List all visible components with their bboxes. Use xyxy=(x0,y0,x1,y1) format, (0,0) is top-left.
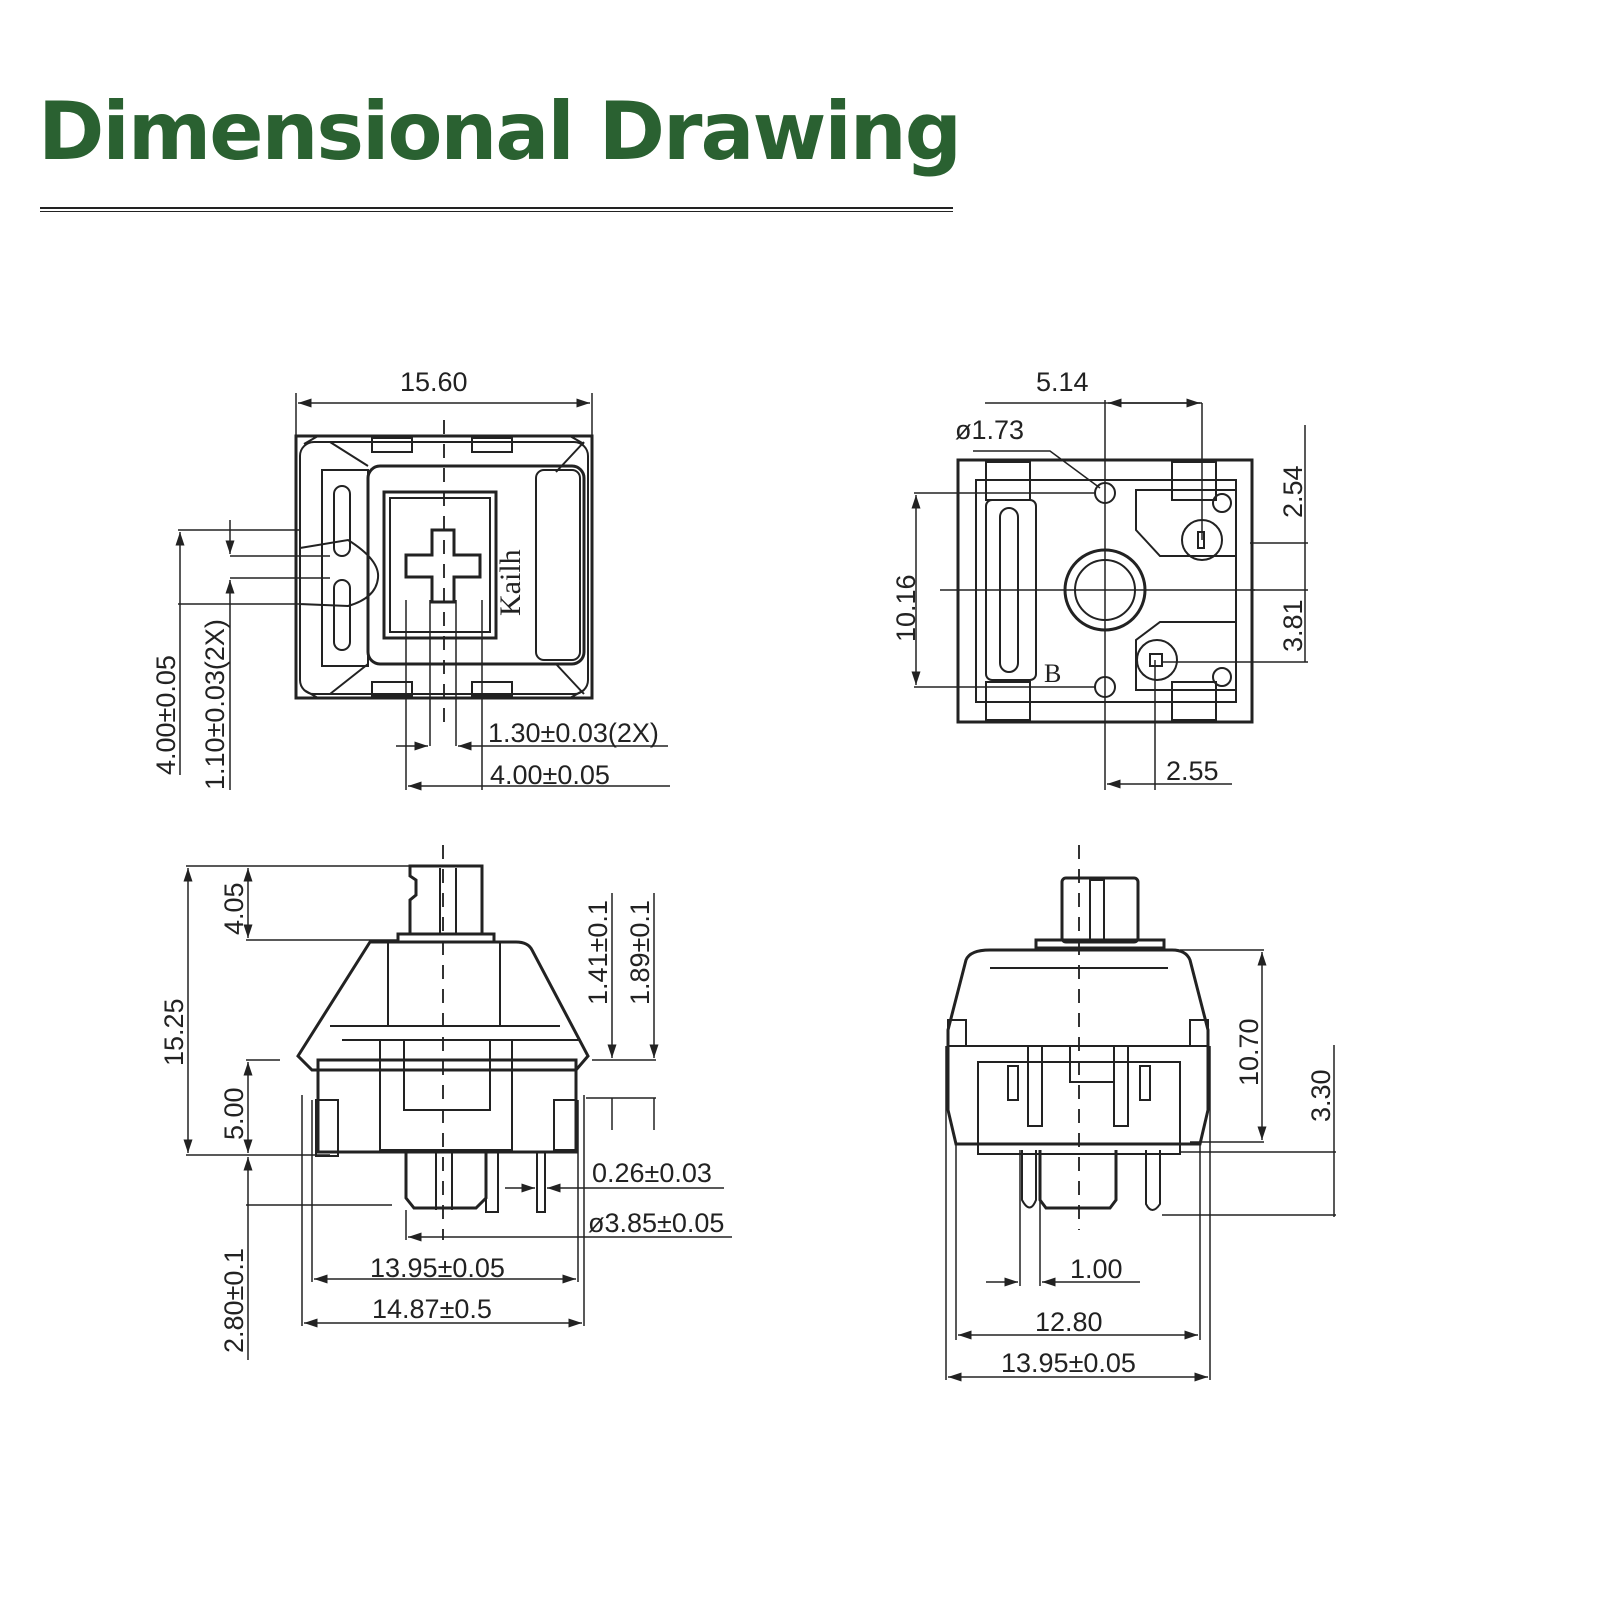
dim-pin-offset-x2: 2.55 xyxy=(1166,756,1219,786)
dim-front-bottom-width: 13.95±0.05 xyxy=(1001,1348,1136,1378)
bottom-marking: B xyxy=(1044,659,1061,688)
dim-pin-length: 3.30 xyxy=(1306,1069,1336,1122)
dim-total-height: 15.25 xyxy=(159,998,189,1066)
dim-clip-height-1: 1.41±0.1 xyxy=(583,900,613,1005)
dim-post-spacing: 10.16 xyxy=(891,574,921,642)
dim-bottom-width: 13.95±0.05 xyxy=(370,1253,505,1283)
dim-pin-length: 2.80±0.1 xyxy=(219,1248,249,1353)
dim-pin-offset-x: 5.14 xyxy=(1036,367,1089,397)
dim-stem-cross-width: 4.00±0.05 xyxy=(490,760,610,790)
dim-pin-width: 1.00 xyxy=(1070,1254,1123,1284)
dim-top-width: 15.60 xyxy=(400,367,468,397)
dim-led-hole-dia: ø1.73 xyxy=(955,415,1024,445)
dim-pin-offset-bottom: 3.81 xyxy=(1278,599,1308,652)
top-view: 15.60 Kailh 4.00±0.05 1.10±0.03(2 xyxy=(151,367,670,791)
front-view: 10.70 3.30 1.00 12.80 13.95±0.05 xyxy=(945,845,1336,1382)
dim-stem-arm-width: 1.30±0.03(2X) xyxy=(488,718,659,748)
title-underline xyxy=(40,207,953,209)
title-underline-thin xyxy=(40,211,953,212)
dim-inner-width: 12.80 xyxy=(1035,1307,1103,1337)
dim-housing-height: 10.70 xyxy=(1234,1018,1264,1086)
side-view: 15.25 4.05 5.00 2.80±0.1 1.41±0.1 1.89±0… xyxy=(159,845,732,1360)
dim-clip-width: 14.87±0.5 xyxy=(372,1294,492,1324)
bottom-view: 5.14 ø1.73 B 10.16 xyxy=(891,367,1308,790)
dim-post-dia: ø3.85±0.05 xyxy=(588,1208,724,1238)
dim-stem-cross-arm: 1.10±0.03(2X) xyxy=(200,619,230,790)
dim-pin-offset-top: 2.54 xyxy=(1278,465,1308,518)
brand-mark: Kailh xyxy=(494,549,527,616)
dim-stem-cross-length: 4.00±0.05 xyxy=(151,655,181,775)
dim-stem-height: 4.05 xyxy=(219,882,249,935)
dim-housing-lower: 5.00 xyxy=(219,1087,249,1140)
dim-pin-thickness: 0.26±0.03 xyxy=(592,1158,712,1188)
dim-clip-height-2: 1.89±0.1 xyxy=(625,900,655,1005)
page-title: Dimensional Drawing xyxy=(38,85,962,178)
